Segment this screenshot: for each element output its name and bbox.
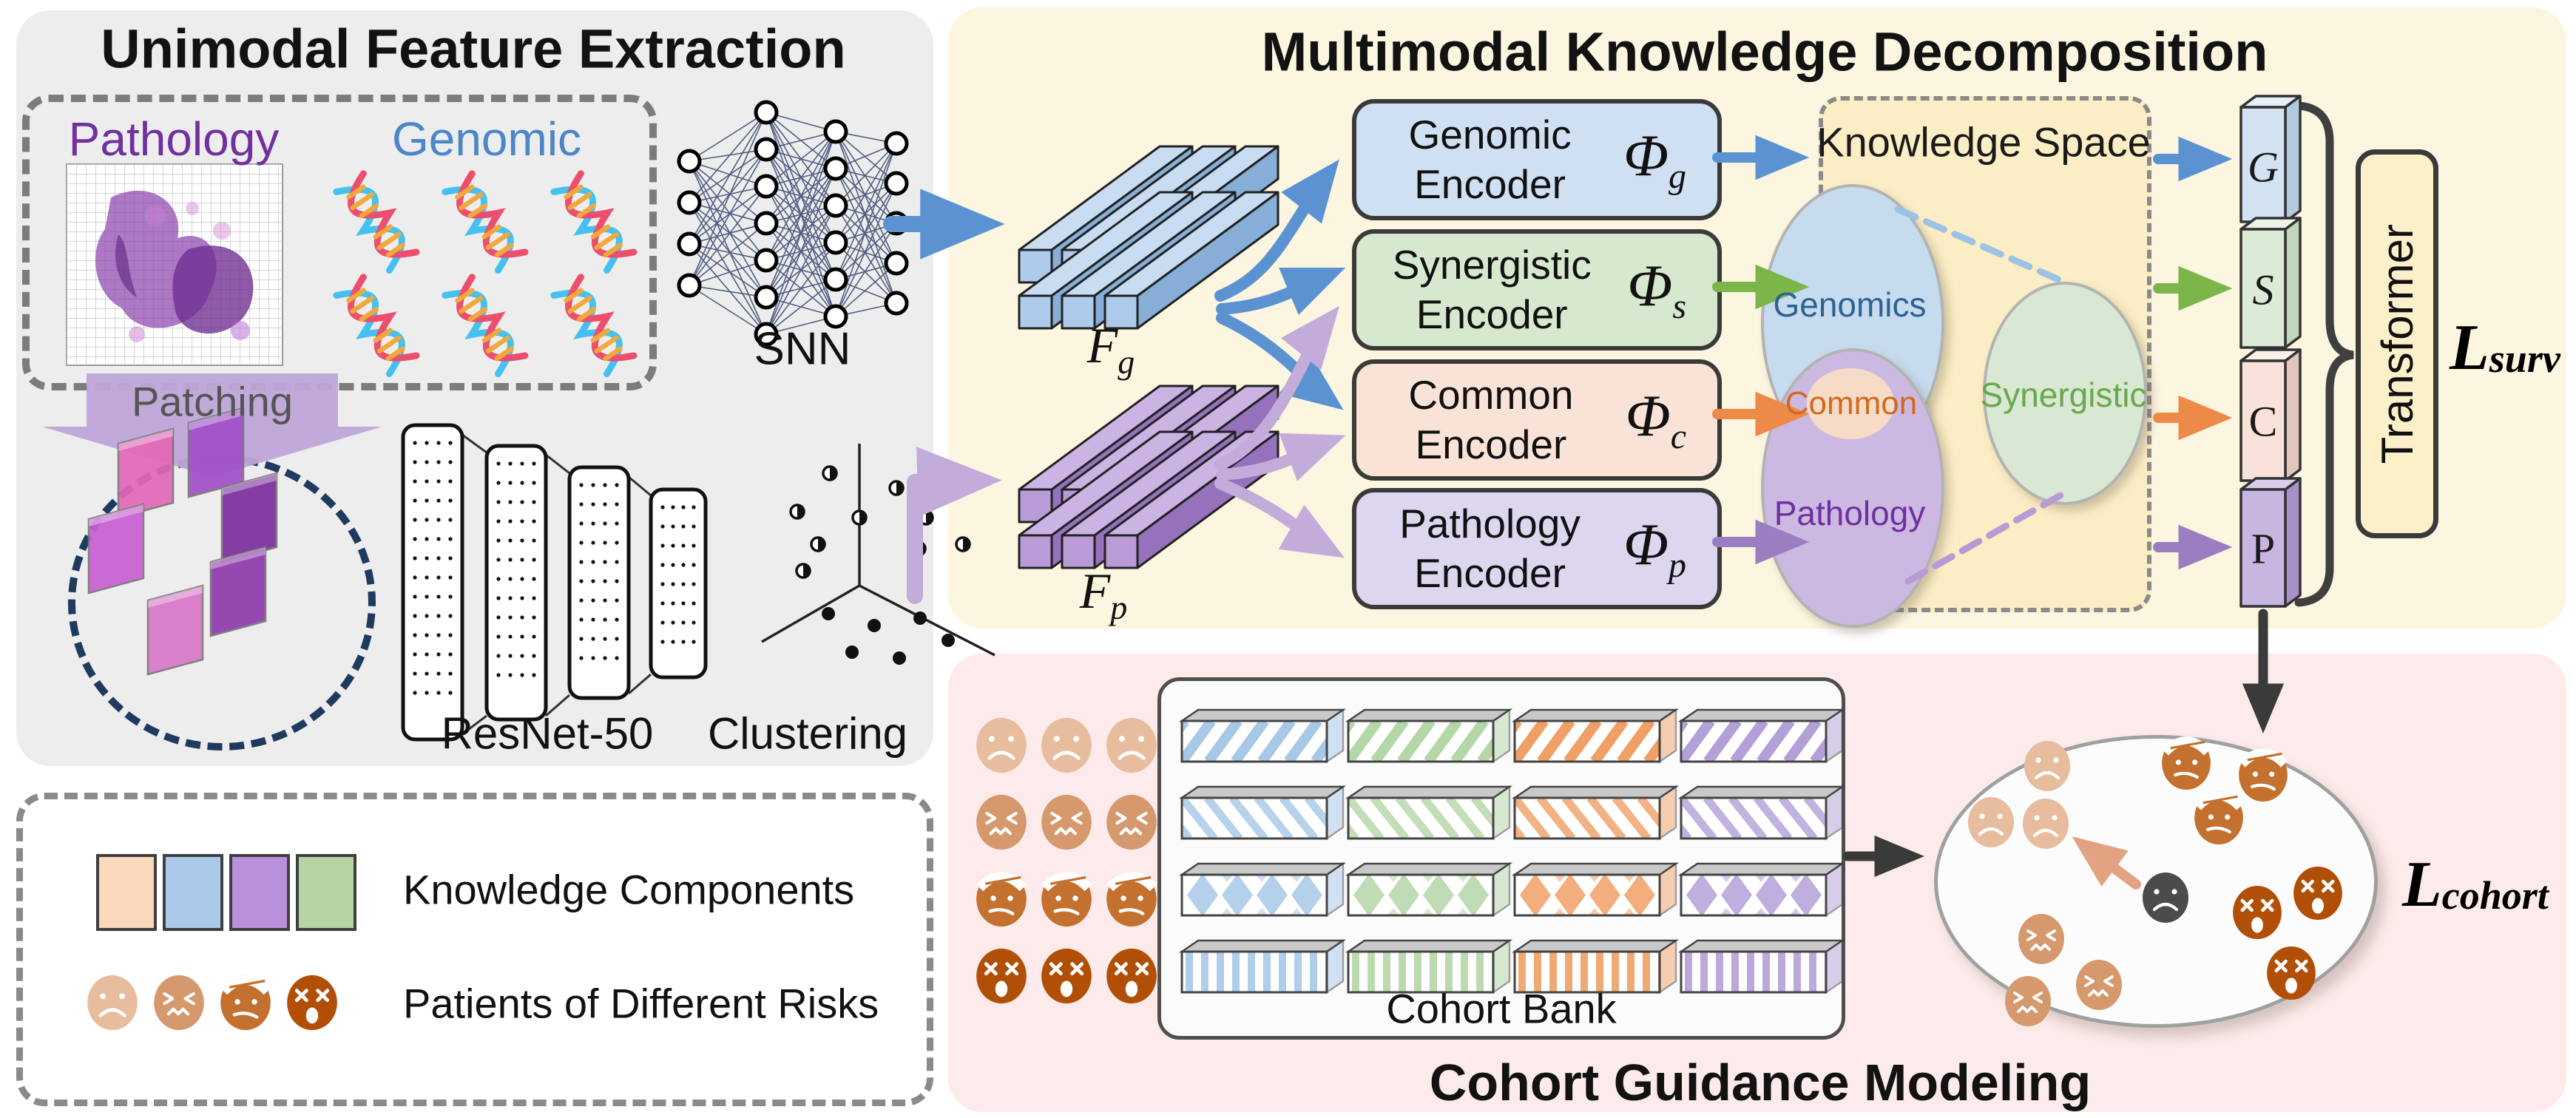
resnet-label: ResNet-50 (441, 708, 654, 759)
phi-base: Φ (1623, 512, 1669, 577)
encoder-name-line: Encoder (1416, 291, 1568, 337)
feature-genomic-base: F (1086, 317, 1118, 374)
patching-label: Patching (132, 378, 293, 425)
token-letter-C: C (2248, 397, 2278, 446)
legend-panel (16, 793, 933, 1106)
cohort-title: Cohort Guidance Modeling (1429, 1054, 2092, 1111)
phi-sub: g (1669, 157, 1686, 196)
synergistic-encoder-name: Synergistic Encoder (1356, 240, 1627, 339)
pathology-label: Pathology (68, 112, 280, 166)
input-modalities-box (22, 95, 657, 390)
pathology-encoder-name: Pathology Encoder (1356, 499, 1623, 598)
surv-loss-label: Lsurv (2450, 311, 2560, 385)
token-letter-P: P (2251, 524, 2276, 573)
legend-components-label: Knowledge Components (403, 866, 855, 913)
cohort-space-ellipse (1934, 735, 2378, 1028)
token-letter-S: S (2252, 265, 2274, 314)
common-encoder-box: Common Encoder Φc (1352, 359, 1722, 481)
phi-sub: c (1670, 417, 1686, 456)
genomic-encoder-name: Genomic Encoder (1356, 110, 1623, 209)
surv-loss-sub: surv (2489, 336, 2560, 382)
phi-c-symbol: Φc (1626, 383, 1686, 457)
common-region-label: Common (1785, 385, 1918, 421)
encoder-name-line: Encoder (1414, 161, 1566, 207)
cohort-loss-sub: cohort (2441, 873, 2549, 918)
phi-sub: p (1669, 546, 1686, 585)
encoder-name-line: Pathology (1399, 500, 1581, 546)
decomposition-panel (948, 7, 2566, 629)
synergistic-region-label: Synergistic (1980, 376, 2147, 414)
genomic-encoder-box: Genomic Encoder Φg (1352, 99, 1722, 220)
legend-swatch-synergistic (296, 854, 356, 931)
encoder-name-line: Genomic (1408, 111, 1572, 157)
pathology-region-label: Pathology (1774, 494, 1926, 532)
encoder-name-line: Common (1408, 371, 1574, 418)
decomposition-title: Multimodal Knowledge Decomposition (1261, 21, 2268, 83)
clustering-label: Clustering (707, 708, 908, 759)
phi-base: Φ (1625, 384, 1671, 449)
token-letter-G: G (2248, 143, 2279, 192)
feature-genomic-label: Fg (1087, 316, 1135, 382)
cohort-bank-label: Cohort Bank (1386, 985, 1617, 1032)
feature-pathology-sub: p (1110, 588, 1128, 626)
common-overlap-lens (1807, 368, 1894, 439)
legend-swatch-pathology (229, 854, 290, 931)
phi-sub: s (1672, 287, 1686, 326)
phi-p-symbol: Φp (1623, 512, 1686, 586)
cohort-loss-base: L (2402, 849, 2442, 921)
patches-circle (68, 455, 376, 751)
transformer-label: Transformer (2372, 223, 2422, 464)
encoder-name-line: Encoder (1414, 550, 1566, 596)
surv-loss-base: L (2450, 312, 2489, 384)
legend-risks-label: Patients of Different Risks (403, 980, 879, 1027)
phi-s-symbol: Φs (1627, 253, 1686, 327)
feature-genomic-sub: g (1118, 342, 1135, 381)
legend-swatch-common (96, 854, 157, 931)
legend-swatch-genomic (163, 854, 223, 931)
feature-pathology-base: F (1079, 563, 1111, 620)
pathology-encoder-box: Pathology Encoder Φp (1352, 488, 1722, 609)
phi-base: Φ (1627, 254, 1673, 319)
phi-base: Φ (1623, 123, 1669, 189)
feature-pathology-label: Fp (1080, 562, 1128, 627)
snn-label: SNN (754, 323, 851, 375)
phi-g-symbol: Φg (1623, 123, 1686, 197)
cohort-loss-label: Lcohort (2402, 847, 2549, 922)
encoder-name-line: Encoder (1415, 421, 1567, 467)
unimodal-title: Unimodal Feature Extraction (101, 18, 846, 80)
genomic-label: Genomic (391, 112, 582, 166)
genomics-region-label: Genomics (1773, 285, 1927, 324)
common-encoder-name: Common Encoder (1356, 370, 1626, 470)
transformer-box: Transformer (2356, 149, 2438, 538)
encoder-name-line: Synergistic (1392, 241, 1592, 288)
knowledge-space-title: Knowledge Space (1816, 118, 2151, 166)
synergistic-encoder-box: Synergistic Encoder Φs (1352, 229, 1722, 350)
